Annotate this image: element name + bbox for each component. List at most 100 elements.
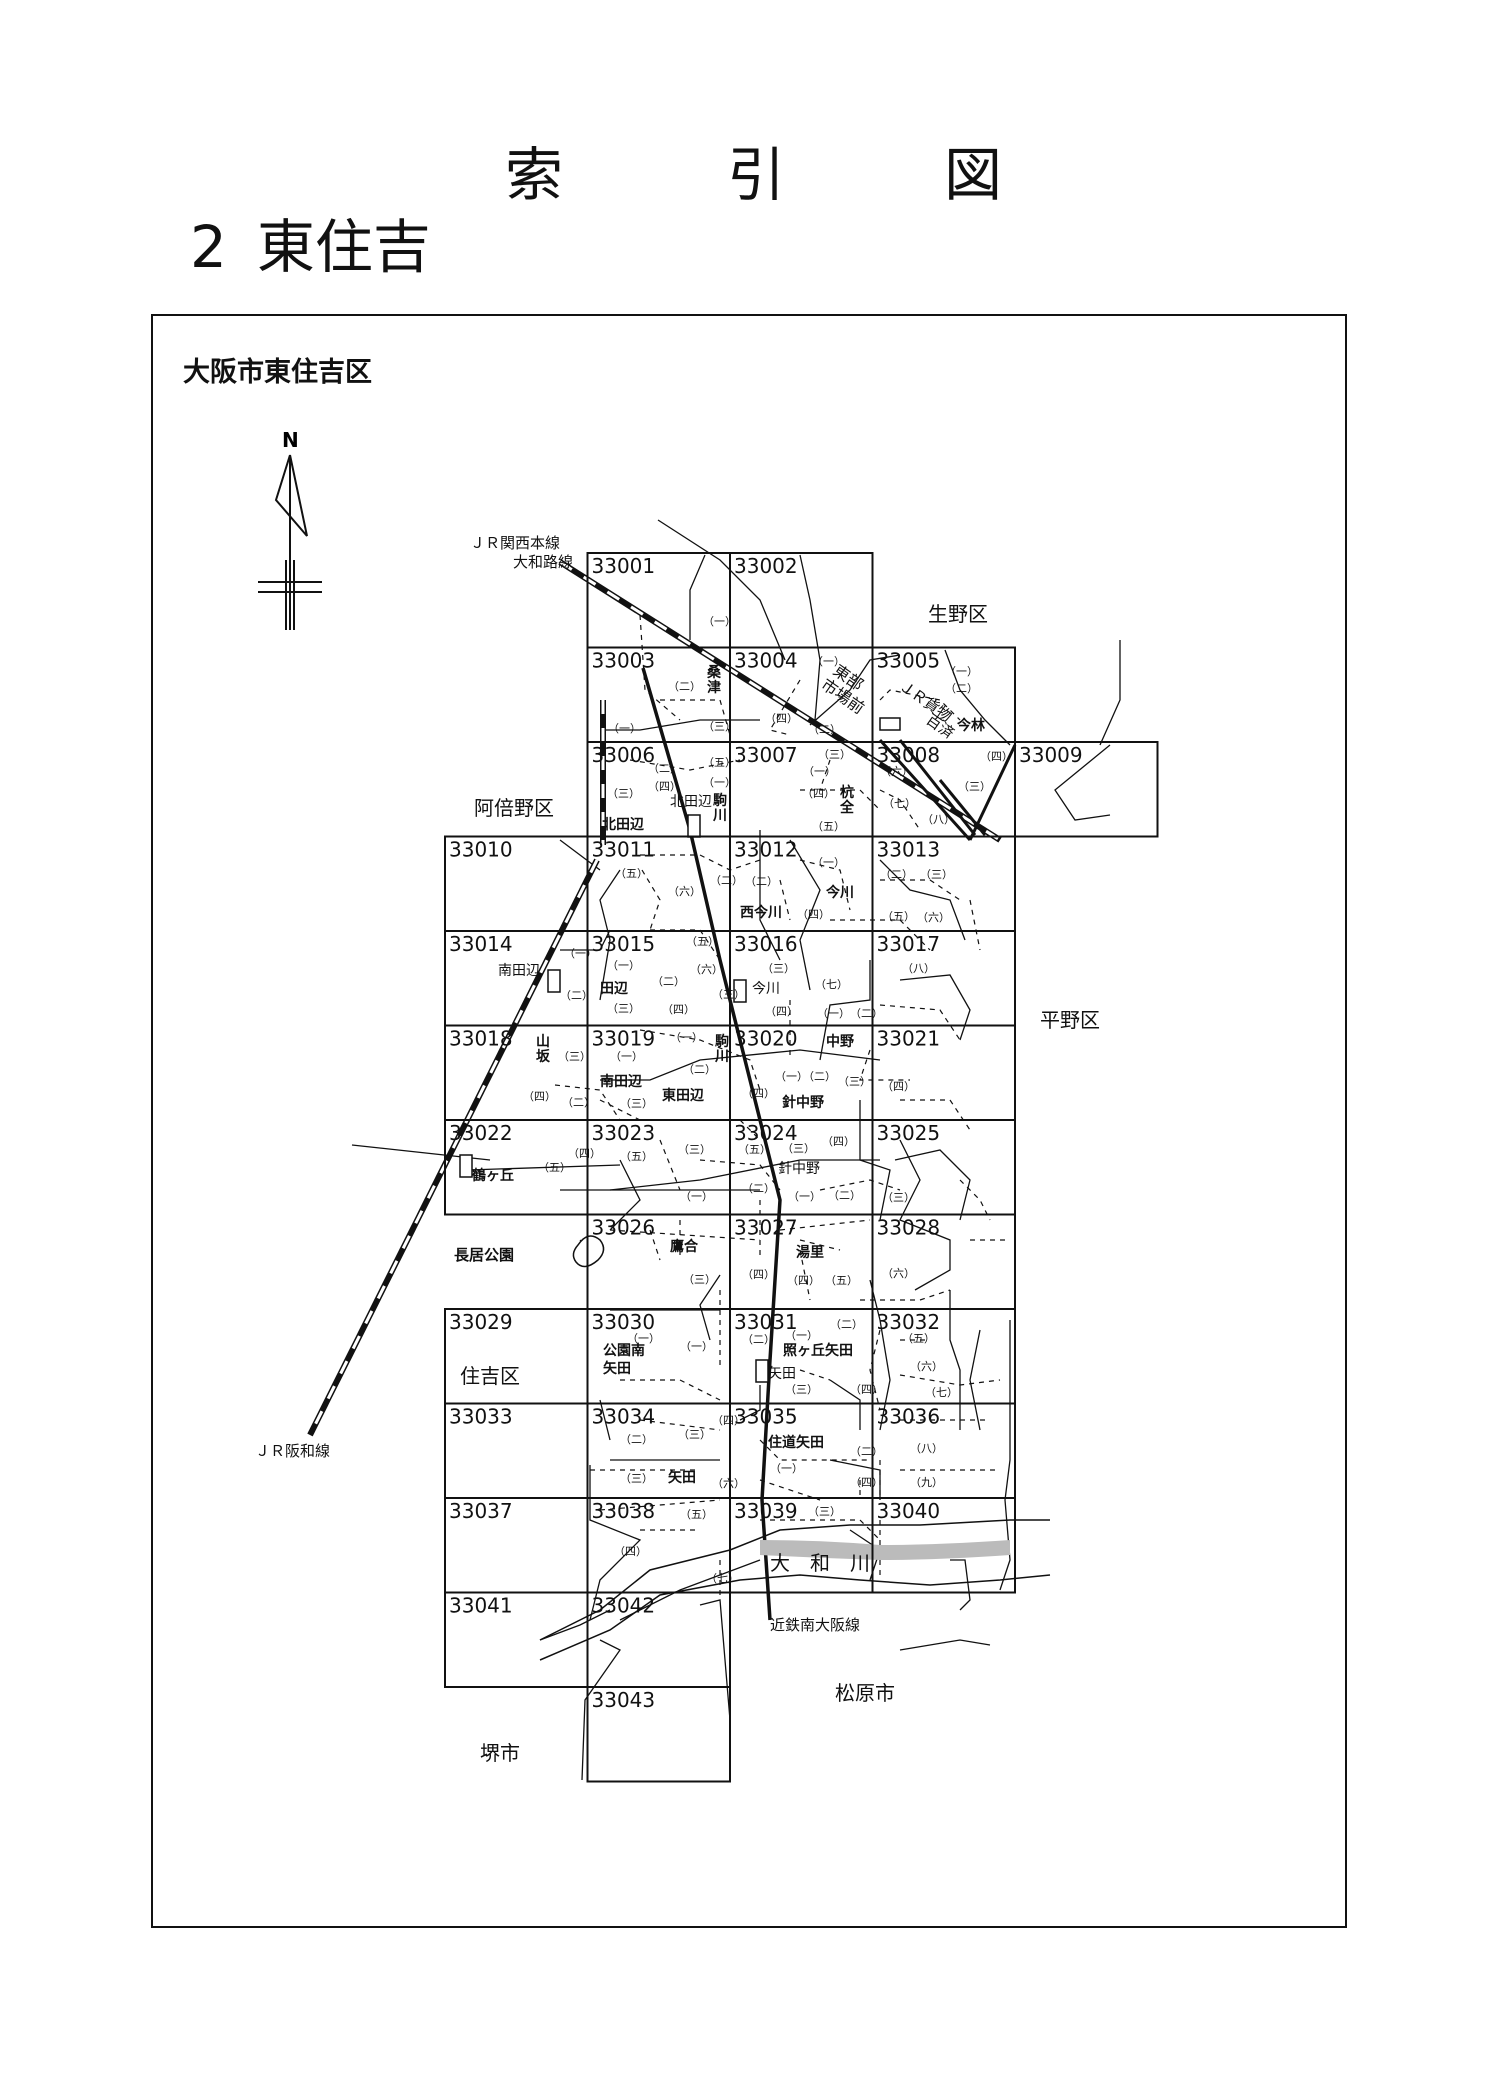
section-heading: 2 東住吉 xyxy=(190,200,431,284)
chome-mark-t33019_2: （二） xyxy=(683,1063,716,1076)
town-label-nakano: 中野 xyxy=(826,1033,854,1050)
yamato-river xyxy=(539,1519,1051,1661)
tile-label-33036: 33036 xyxy=(877,1405,941,1429)
chome-mark-t33018_3: （三） xyxy=(558,1050,591,1063)
town-label-kitatanabe: 北田辺 xyxy=(602,816,644,833)
town-label-minamitanabe_station: 南田辺 xyxy=(498,963,540,979)
chome-mark-t33031_1: （一） xyxy=(785,1329,818,1342)
tile-cell-33009 xyxy=(1014,741,1159,838)
imagawa-station-icon xyxy=(733,979,747,1003)
chome-mark-t33020_1: （一） xyxy=(775,1070,808,1083)
chome-mark-t33026_3: （三） xyxy=(683,1273,716,1286)
chome-mark-t33016_1: （一） xyxy=(817,1007,850,1020)
chome-mark-t33016_3: （三） xyxy=(762,962,795,975)
rail-label-jr-kansai-2: 大和路線 xyxy=(513,553,573,571)
chome-mark-t33007_3: （三） xyxy=(818,748,851,761)
tile-label-33027: 33027 xyxy=(734,1216,798,1240)
map-frame xyxy=(151,314,1347,1928)
chome-mark-t33023_5: （五） xyxy=(620,1150,653,1163)
chome-mark-t33019_1b: （一） xyxy=(610,1050,643,1063)
chome-mark-t33007_4: （四） xyxy=(802,787,835,800)
chome-mark-t33016_7: （七） xyxy=(815,978,848,991)
tile-label-33023: 33023 xyxy=(592,1121,656,1145)
chome-mark-t33027_5: （五） xyxy=(825,1274,858,1287)
chome-mark-t33035_1: （一） xyxy=(770,1462,803,1475)
rail-label-jr-kansai-1: ＪＲ関西本線 xyxy=(470,534,560,552)
region-matsubara: 松原市 xyxy=(835,1681,895,1705)
chome-mark-t33004_1: （一） xyxy=(812,655,845,668)
kitatanabe-station-icon xyxy=(687,814,701,838)
chome-mark-t33022_4: （四） xyxy=(568,1147,601,1160)
nagai-park-label: 長居公園 xyxy=(454,1246,514,1264)
chome-mark-t33015_4: （四） xyxy=(662,1003,695,1016)
tile-label-33032: 33032 xyxy=(877,1310,941,1334)
chome-mark-t33016_2: （二） xyxy=(850,1007,883,1020)
chome-mark-t33008_7: （七） xyxy=(883,797,916,810)
tile-label-33035: 33035 xyxy=(734,1405,798,1429)
chome-mark-t33031_4: （四） xyxy=(850,1383,883,1396)
chome-mark-t33020_3: （三） xyxy=(838,1075,871,1088)
tile-label-33018: 33018 xyxy=(449,1027,513,1051)
tile-label-33022: 33022 xyxy=(449,1121,513,1145)
chome-mark-t33006_1: （一） xyxy=(703,776,736,789)
title-char-1: 索 xyxy=(505,141,564,209)
town-labels: 桑津今林北田辺北田辺駒川杭全西今川今川今川南田辺田辺山坂南田辺東田辺駒川中野針中… xyxy=(472,665,985,1486)
town-label-higashitanabe: 東田辺 xyxy=(662,1087,704,1104)
chome-mark-t33018_4: （四） xyxy=(523,1090,556,1103)
chome-mark-t33031_3: （三） xyxy=(785,1383,818,1396)
chome-mark-t33015_3: （三） xyxy=(712,988,745,1001)
chome-mark-t33001_1: （一） xyxy=(703,615,736,628)
chome-mark-t33016_4: （四） xyxy=(765,1005,798,1018)
chome-mark-t33032_6: （六） xyxy=(910,1360,943,1373)
chome-mark-t33013_6: （六） xyxy=(917,911,950,924)
town-label-kutsukake: 杭全 xyxy=(839,784,855,816)
town-label-terugaoka: 照ヶ丘矢田 xyxy=(783,1342,853,1359)
tile-label-33005: 33005 xyxy=(877,649,941,673)
north-arrow-icon xyxy=(258,454,322,630)
tile-label-33013: 33013 xyxy=(877,838,941,862)
tile-label-33014: 33014 xyxy=(449,932,513,956)
town-label-yata: 矢田 xyxy=(668,1469,696,1486)
region-ikuno: 生野区 xyxy=(928,602,988,626)
chome-mark-t33008_3: （三） xyxy=(958,780,991,793)
chome-mark-t33005_2: （二） xyxy=(945,682,978,695)
chome-mark-t33019_3: （三） xyxy=(620,1097,653,1110)
tile-label-33039: 33039 xyxy=(734,1499,798,1523)
chome-mark-t33012_1: （一） xyxy=(812,856,845,869)
chome-mark-t33032_7: （七） xyxy=(925,1386,958,1399)
tile-label-33020: 33020 xyxy=(734,1027,798,1051)
chome-mark-t33013_5: （五） xyxy=(882,910,915,923)
chome-mark-t33022_5: （五） xyxy=(538,1161,571,1174)
chome-mark-t33020_4: （四） xyxy=(742,1087,775,1100)
chome-mark-t33024_1: （一） xyxy=(788,1190,821,1203)
region-labels: 生野区 阿倍野区 平野区 住吉区 松原市 堺市 xyxy=(460,602,1100,1765)
chome-mark-t33034_6: （六） xyxy=(712,1477,745,1490)
town-label-komagawa_2: 駒川 xyxy=(714,1033,729,1065)
town-label-kitatanabe_station: 北田辺 xyxy=(670,794,712,810)
chome-mark-t33034_4: （四） xyxy=(712,1414,745,1427)
chome-marks: （一）（二）（三）（一）（一）（四）（二）（一）（二）（三）（二）（四）（五）（… xyxy=(523,615,1013,1585)
town-label-imagawa_station: 今川 xyxy=(752,981,780,997)
tile-label-33028: 33028 xyxy=(877,1216,941,1240)
tile-label-33010: 33010 xyxy=(449,838,513,862)
page-title: 索 引 図 xyxy=(0,128,1500,209)
chome-mark-t33008_4: （四） xyxy=(980,750,1013,763)
tile-label-33009: 33009 xyxy=(1019,743,1083,767)
tile-label-33011: 33011 xyxy=(592,838,656,862)
section-number: 2 xyxy=(190,213,227,281)
chome-mark-t33030_1: （一） xyxy=(627,1332,660,1345)
chome-mark-t33019_1: （一） xyxy=(670,1031,703,1044)
tile-label-33012: 33012 xyxy=(734,838,798,862)
tile-label-33021: 33021 xyxy=(877,1027,941,1051)
chome-mark-t33003_3: （三） xyxy=(703,720,736,733)
section-name: 東住吉 xyxy=(256,213,431,281)
tile-label-33031: 33031 xyxy=(734,1310,798,1334)
tile-label-33026: 33026 xyxy=(592,1216,656,1240)
chome-mark-t33035_4: （四） xyxy=(850,1476,883,1489)
kintetsu-line xyxy=(641,667,782,1621)
chome-mark-t33034_3b: （三） xyxy=(620,1472,653,1485)
tile-label-33003: 33003 xyxy=(592,649,656,673)
jr-freight-line xyxy=(878,738,1017,842)
rail-label-kintetsu: 近鉄南大阪線 xyxy=(770,1616,860,1634)
chome-mark-t33015_2: （二） xyxy=(652,975,685,988)
